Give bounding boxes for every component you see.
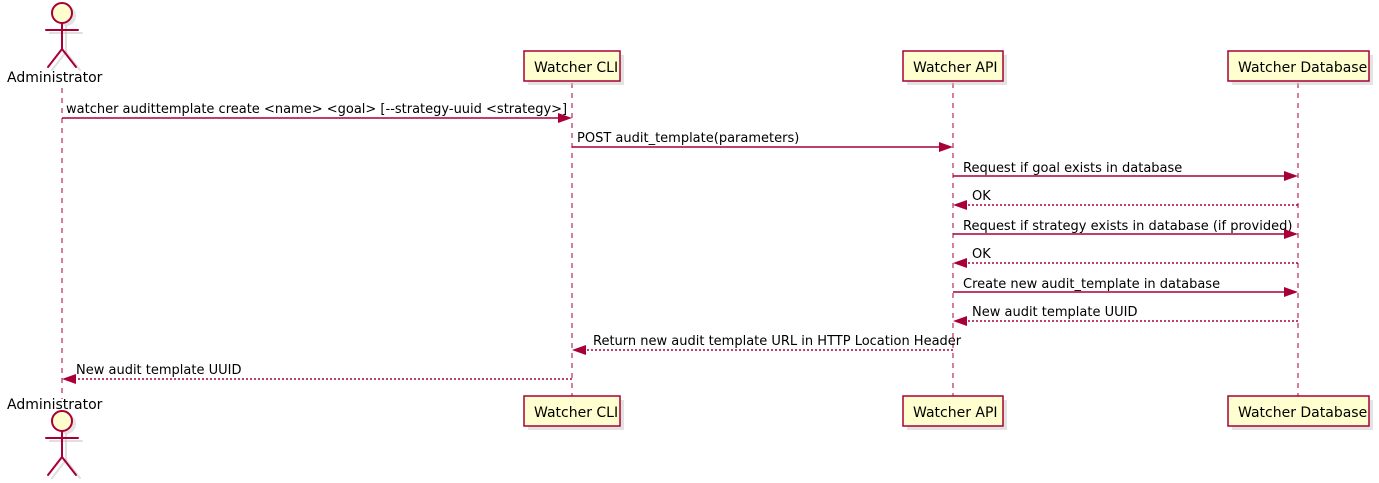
participant-watcher-api-top[interactable]: Watcher API xyxy=(902,50,1007,85)
message-1-label: watcher audittemplate create <name> <goa… xyxy=(66,102,567,117)
participant-label-watcher-cli-top: Watcher CLI xyxy=(534,60,618,76)
actor-leg-left xyxy=(47,48,63,68)
message-2-arrowhead xyxy=(939,142,953,152)
actor-leg-right xyxy=(61,456,77,476)
participant-box-watcher-cli-top[interactable] xyxy=(523,50,621,82)
message-8[interactable]: New audit template UUID xyxy=(953,305,1298,326)
message-9[interactable]: Return new audit template URL in HTTP Lo… xyxy=(572,334,962,355)
message-6-arrowhead xyxy=(953,258,967,268)
lifelines xyxy=(61,83,1299,399)
message-2-label: POST audit_template(parameters) xyxy=(577,131,799,146)
message-6-label: OK xyxy=(972,247,991,262)
message-7[interactable]: Create new audit_template in database xyxy=(953,277,1298,297)
participant-box-watcher-cli-bottom[interactable] xyxy=(523,395,621,427)
message-10-arrowhead xyxy=(62,374,76,384)
message-8-label: New audit template UUID xyxy=(972,305,1137,320)
message-5-label: Request if strategy exists in database (… xyxy=(963,219,1292,234)
message-1[interactable]: watcher audittemplate create <name> <goa… xyxy=(62,102,572,123)
participant-watcher-cli-bottom[interactable]: Watcher CLI xyxy=(523,395,624,430)
message-8-arrowhead xyxy=(953,316,967,326)
message-4-arrowhead xyxy=(953,200,967,210)
participant-watcher-database-bottom[interactable]: Watcher Database xyxy=(1227,395,1373,430)
participant-box-watcher-api-bottom[interactable] xyxy=(902,395,1004,427)
actor-label-administrator-bottom: Administrator xyxy=(7,397,103,413)
message-9-label: Return new audit template URL in HTTP Lo… xyxy=(593,334,962,349)
actor-leg-right-shadow xyxy=(65,51,81,71)
participant-watcher-database-top[interactable]: Watcher Database xyxy=(1227,50,1373,85)
participant-watcher-cli-top[interactable]: Watcher CLI xyxy=(523,50,624,85)
message-2[interactable]: POST audit_template(parameters) xyxy=(572,131,953,152)
actor-head-icon xyxy=(51,2,73,24)
message-10-label: New audit template UUID xyxy=(76,363,241,378)
participant-label-watcher-database-bottom: Watcher Database xyxy=(1238,405,1367,421)
message-7-arrowhead xyxy=(1284,287,1298,297)
message-5[interactable]: Request if strategy exists in database (… xyxy=(953,219,1298,239)
participant-label-watcher-api-bottom: Watcher API xyxy=(913,405,998,421)
participant-box-watcher-database-top[interactable] xyxy=(1227,50,1370,82)
actor-leg-left xyxy=(47,456,63,476)
message-1-arrowhead xyxy=(558,113,572,123)
message-9-arrowhead xyxy=(572,345,586,355)
actor-administrator-bottom[interactable]: Administrator xyxy=(7,397,103,479)
message-3-arrowhead xyxy=(1284,171,1298,181)
participant-watcher-api-bottom[interactable]: Watcher API xyxy=(902,395,1007,430)
participant-box-watcher-api-top[interactable] xyxy=(902,50,1004,82)
actor-leg-right xyxy=(61,48,77,68)
participant-label-watcher-cli-bottom: Watcher CLI xyxy=(534,405,618,421)
participant-label-watcher-database-top: Watcher Database xyxy=(1238,60,1367,76)
message-5-arrowhead xyxy=(1284,229,1298,239)
participant-box-watcher-database-bottom[interactable] xyxy=(1227,395,1370,427)
actor-administrator-top[interactable]: Administrator xyxy=(7,2,103,86)
message-10[interactable]: New audit template UUID xyxy=(62,363,572,384)
message-3[interactable]: Request if goal exists in database xyxy=(953,161,1298,181)
actor-leg-right-shadow xyxy=(65,459,81,479)
actor-head-icon xyxy=(51,410,73,432)
message-4[interactable]: OK xyxy=(953,189,1298,210)
message-7-label: Create new audit_template in database xyxy=(963,277,1220,292)
actor-leg-left-shadow xyxy=(51,459,67,479)
message-3-label: Request if goal exists in database xyxy=(963,161,1182,176)
actor-label-administrator-top: Administrator xyxy=(7,70,103,86)
message-4-label: OK xyxy=(972,189,991,204)
participant-label-watcher-api-top: Watcher API xyxy=(913,60,998,76)
actor-leg-left-shadow xyxy=(51,51,67,71)
message-6[interactable]: OK xyxy=(953,247,1298,268)
